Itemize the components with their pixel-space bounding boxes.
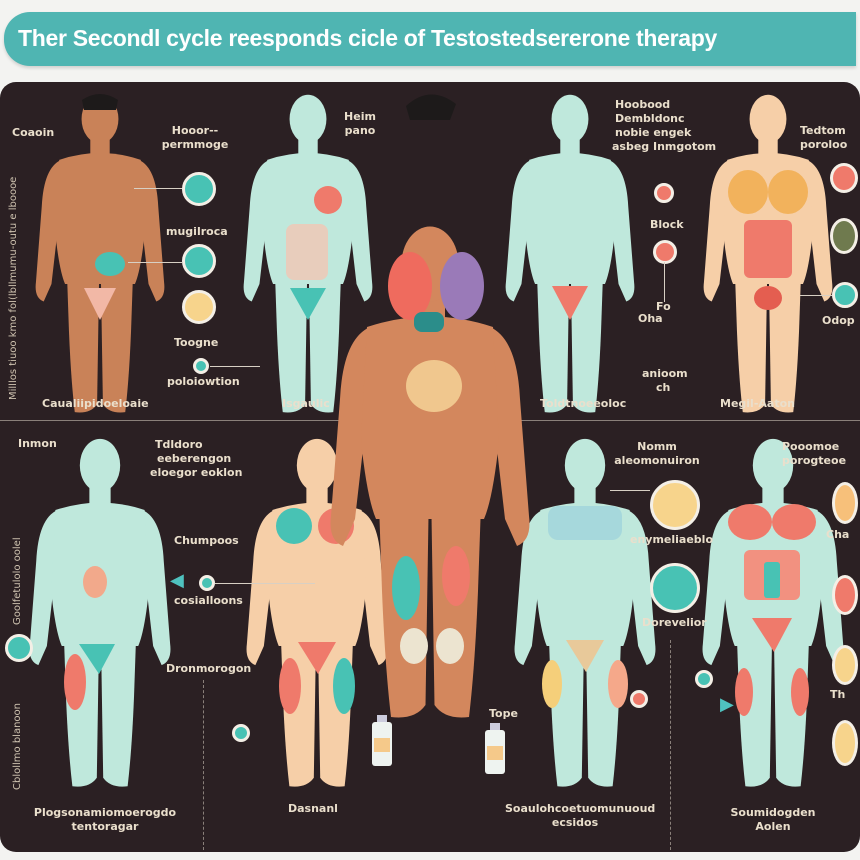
callout-node: [653, 240, 677, 264]
note-line: Hoobood: [615, 98, 671, 111]
callout-label: mugilroca: [166, 225, 228, 238]
callout-node: [695, 670, 713, 688]
figure-caption: Isgaulic: [282, 397, 330, 410]
connector-line: [215, 583, 315, 584]
callout-label: Th: [830, 688, 846, 701]
callout-node: [630, 690, 648, 708]
figure-top-1: [35, 94, 165, 413]
note-line: eloegor eoklon: [150, 466, 243, 479]
callout-node: [650, 563, 700, 613]
callout-node: [832, 645, 858, 685]
callout-label: Dorevelior: [642, 616, 707, 629]
medication-bottle-icon: [485, 723, 505, 774]
callout-label: cosialloons: [174, 594, 243, 607]
arrow-right-icon: ▶: [720, 694, 734, 715]
page-title: Ther Secondl cycle reesponds cicle of Te…: [18, 25, 718, 51]
figure-caption: Caualiipidoeloaie: [42, 397, 149, 410]
callout-node: [650, 480, 700, 530]
connector-line: [664, 262, 665, 302]
figure-top-2: [243, 94, 373, 413]
callout-label: Oha: [638, 312, 663, 325]
figure-bottom-1: [29, 438, 171, 787]
callout-node: [5, 634, 33, 662]
figure-label: Hooor-- permmoge: [161, 124, 229, 151]
callout-node: [182, 172, 216, 206]
connector-line: [210, 366, 260, 367]
side-text: Cblollmo blanoon: [12, 703, 23, 790]
figure-label: Coaoin: [12, 126, 55, 139]
figure-top-4: [703, 94, 833, 413]
callout-node: [232, 724, 250, 742]
callout-node: [654, 183, 674, 203]
figure-caption: Dasnanl: [288, 802, 338, 815]
note-line: Tdldoro: [155, 438, 203, 451]
connector-line: [800, 295, 832, 296]
callout-node: [199, 575, 215, 591]
side-text: Milllos tiuoo kmo fol(lbllmumu-outu e lb…: [8, 176, 19, 400]
side-text: Goolfetulolo oolel: [12, 537, 23, 625]
callout-node: [832, 482, 858, 524]
note-line: eeberengon: [157, 452, 232, 465]
connector-line: [128, 262, 182, 263]
arrow-left-icon: ◀: [170, 570, 184, 591]
figure-label: Inmon: [18, 437, 57, 450]
callout-label: Toogne: [174, 336, 219, 349]
figure-center-anatomy: [330, 94, 530, 718]
title-banner: Ther Secondl cycle reesponds cicle of Te…: [4, 12, 856, 66]
callout-label: poloiowtion: [167, 375, 240, 388]
figure-bottom-3: [514, 438, 656, 787]
callout-label: Odop: [822, 314, 855, 327]
callout-label: anioom: [642, 367, 688, 380]
figure-caption: Plogsonamiomoerogdo tentoragar: [33, 806, 177, 833]
callout-node: [832, 575, 858, 615]
callout-label: Chumpoos: [174, 534, 239, 547]
callout-label: enymeliaeblo: [630, 533, 714, 546]
callout-node: [193, 358, 209, 374]
figure-caption: Soaulohcoetuomunuoud ecsidos: [505, 802, 656, 829]
note-line: nobie engek: [615, 126, 692, 139]
figure-caption: Megil-Aaton: [720, 397, 795, 410]
callout-node: [832, 282, 858, 308]
connector-line: [134, 188, 182, 189]
figure-caption: Soumidogden Aolen: [730, 806, 816, 833]
callout-label: Block: [650, 218, 684, 231]
column-divider: [203, 680, 204, 850]
callout-node: [830, 218, 858, 254]
figure-label: Nomm aleomonuiron: [614, 440, 700, 467]
figure-bottom-4: [702, 438, 844, 787]
note-line: Dembldonc: [615, 112, 685, 125]
callout-label: ch: [656, 381, 671, 394]
callout-node: [182, 290, 216, 324]
medication-bottle-icon: [372, 715, 392, 766]
callout-node: [832, 720, 858, 766]
connector-line: [610, 490, 650, 491]
callout-label: Cha: [826, 528, 850, 541]
figure-caption: Toldtnoeeoloc: [540, 397, 627, 410]
figure-top-3: [505, 94, 635, 413]
callout-label: Dronmorogon: [166, 662, 252, 675]
callout-label: Fo: [656, 300, 671, 313]
callout-node: [182, 244, 216, 278]
column-divider: [670, 640, 671, 850]
bottle-label: Tope: [489, 707, 518, 720]
figure-label: Pooomoe porogteoe: [782, 440, 847, 467]
note-line: asbeg Inmgotom: [612, 140, 717, 153]
figure-label: Heim pano: [344, 110, 376, 137]
figure-label: Tedtom poroloo: [800, 124, 848, 151]
callout-node: [830, 163, 858, 193]
